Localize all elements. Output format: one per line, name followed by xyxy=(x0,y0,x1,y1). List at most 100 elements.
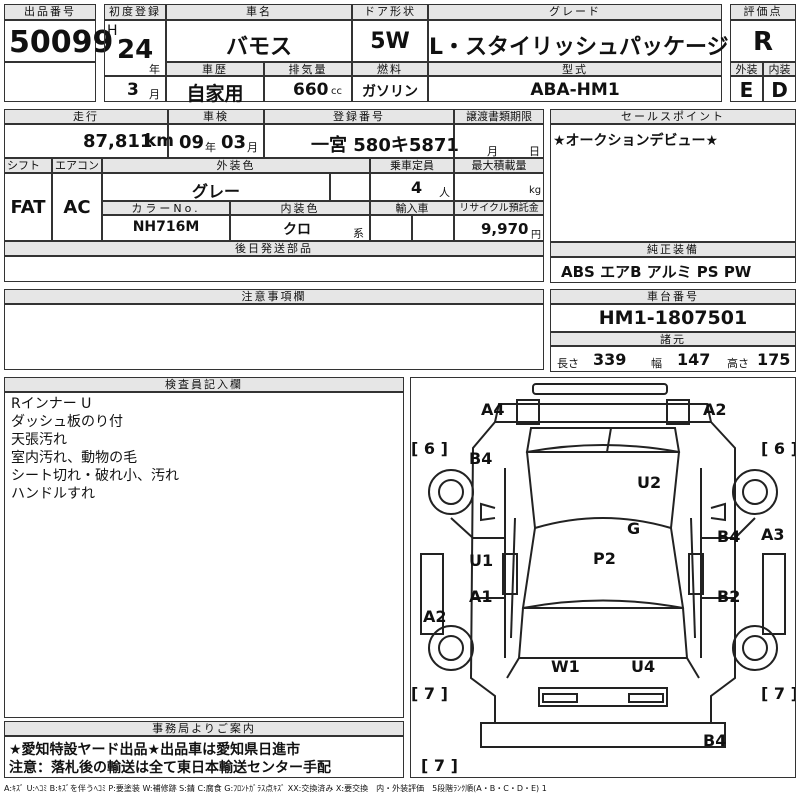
inspector-line-6: ハンドルすれ xyxy=(11,486,95,502)
fuel-label: 燃料 xyxy=(352,62,428,76)
history-label: 車歴 xyxy=(166,62,264,76)
import-cell-a xyxy=(370,215,412,241)
ext-color-blank xyxy=(330,173,370,201)
mileage: 87,811 xyxy=(83,131,153,152)
history: 自家用 xyxy=(186,83,244,105)
mileage-label: 走行 xyxy=(4,109,168,124)
shift: FAT xyxy=(10,197,46,218)
car-name-label: 車名 xyxy=(166,4,352,20)
aircon-cell: AC xyxy=(52,173,102,241)
inspector-label: 検査員記入欄 xyxy=(4,377,404,392)
first-reg-cell: H 24 年 xyxy=(104,20,166,76)
inspection-cell: 09 年 03 月 xyxy=(168,124,264,158)
door-type: 5W xyxy=(370,29,410,54)
color-no-cell: NH716M xyxy=(102,215,230,241)
door-label: ドア形状 xyxy=(352,4,428,20)
specs-label: 諸元 xyxy=(550,332,796,346)
inspector-cell: Rインナー U ダッシュ板のり付 天張汚れ 室内汚れ、動物の毛 シート切れ・破れ… xyxy=(4,392,404,718)
office-line-2: 注意：落札後の輸送は全て東日本輸送センター手配 xyxy=(9,760,331,776)
mark-6-left: [ 6 ] xyxy=(411,439,448,458)
lot-label: 出品番号 xyxy=(4,4,96,20)
inspection-month: 03 xyxy=(221,132,247,153)
color-no-label: カラーNo. xyxy=(102,201,230,215)
sales-point: ★オークションデビュー★ xyxy=(553,133,719,149)
mileage-cell: 87,811 km xyxy=(4,124,174,158)
car-name: バモス xyxy=(225,35,292,60)
transfer-day-unit: 日 xyxy=(529,145,540,158)
equipment-cell: ABS エアB アルミ PS PW xyxy=(550,257,796,283)
model: ABA-HM1 xyxy=(530,80,620,100)
first-reg-month: 3 xyxy=(127,80,139,100)
chassis-cell: HM1-1807501 xyxy=(550,304,796,332)
height-label: 高さ xyxy=(727,357,749,370)
mark-u4: U4 xyxy=(631,657,655,676)
color-no: NH716M xyxy=(132,219,200,235)
transfer-month-unit: 月 xyxy=(487,145,498,158)
recycle: 9,970 xyxy=(481,220,529,238)
width: 147 xyxy=(677,350,711,369)
max-load-label: 最大積載量 xyxy=(454,158,544,173)
int-color-cell: クロ 系 xyxy=(230,215,370,241)
int-color: クロ xyxy=(283,222,311,238)
office-cell: ★愛知特設ヤード出品★出品車は愛知県日進市 注意：落札後の輸送は全て東日本輸送セ… xyxy=(4,736,404,778)
inspection-year: 09 xyxy=(179,132,205,153)
mark-a2-left: A2 xyxy=(423,607,447,626)
shift-label: シフト xyxy=(4,158,52,173)
office-line-1: ★愛知特設ヤード出品★出品車は愛知県日進市 xyxy=(9,742,301,758)
mark-a2-top: A2 xyxy=(703,400,727,419)
car-name-cell: バモス xyxy=(166,20,352,62)
ext-color: グレー xyxy=(191,182,240,201)
grade-cell: L・スタイリッシュパッケージ xyxy=(428,20,729,62)
inspection-label: 車検 xyxy=(168,109,264,124)
int-color-unit: 系 xyxy=(353,227,364,240)
mark-u2: U2 xyxy=(637,473,661,492)
fuel-cell: ガソリン xyxy=(352,76,428,102)
ext-color-label: 外装色 xyxy=(102,158,370,173)
legend: A:ｷｽﾞ U:ﾍｺﾐ B:ｷｽﾞを伴うﾍｺﾐ P:要塗装 W:補修跡 S:錆 … xyxy=(4,784,547,793)
grade: L・スタイリッシュパッケージ xyxy=(429,35,729,60)
year-unit: 年 xyxy=(149,63,160,76)
recycle-unit: 円 xyxy=(531,230,541,241)
mark-b2: B2 xyxy=(717,587,740,606)
door-cell: 5W xyxy=(352,20,428,62)
max-load-unit: kg xyxy=(529,185,542,196)
mark-b4-right: B4 xyxy=(717,527,740,546)
mileage-unit: km xyxy=(145,131,175,151)
displacement-label: 排気量 xyxy=(264,62,352,76)
lot-cell: 50099 xyxy=(4,20,113,62)
inspection-year-unit: 年 xyxy=(205,141,216,154)
inspector-line-3: 天張汚れ xyxy=(11,432,67,448)
sales-point-cell: ★オークションデビュー★ xyxy=(550,124,796,242)
capacity-cell: 4 人 xyxy=(370,173,454,201)
plate-label: 登録番号 xyxy=(264,109,454,124)
int-score-cell: D xyxy=(763,76,796,102)
mark-a3: A3 xyxy=(761,525,785,544)
month-unit: 月 xyxy=(149,88,160,101)
lot-number: 50099 xyxy=(9,25,114,60)
inspection-month-unit: 月 xyxy=(247,141,258,154)
import-cell-b xyxy=(412,215,454,241)
length: 339 xyxy=(593,350,627,369)
width-label: 幅 xyxy=(651,357,662,370)
later-parts-label: 後日発送部品 xyxy=(4,241,544,256)
grade-label: グレード xyxy=(428,4,722,20)
first-reg-month-cell: 3 月 xyxy=(104,76,166,102)
int-score-label: 内装 xyxy=(763,62,796,76)
mark-b4-bottom: B4 xyxy=(703,731,726,750)
score-label: 評価点 xyxy=(730,4,796,20)
ext-color-cell: グレー xyxy=(102,173,330,201)
capacity-unit: 人 xyxy=(439,186,450,199)
inspector-line-1: Rインナー U xyxy=(11,396,92,412)
int-score: D xyxy=(771,78,788,102)
model-cell: ABA-HM1 xyxy=(428,76,722,102)
damage-diagram: A4 A2 [ 6 ] [ 6 ] B4 U2 G B4 A3 U1 P2 A1… xyxy=(410,377,796,778)
history-cell: 自家用 xyxy=(166,76,264,105)
equipment-label: 純正装備 xyxy=(550,242,796,257)
notes-cell xyxy=(4,304,544,370)
fuel: ガソリン xyxy=(362,84,418,100)
office-label: 事務局よりご案内 xyxy=(4,721,404,736)
displacement: 660 xyxy=(293,80,329,100)
mark-7-left: [ 7 ] xyxy=(411,684,448,703)
aircon: AC xyxy=(63,197,91,218)
car-outline-diagram: A4 A2 [ 6 ] [ 6 ] B4 U2 G B4 A3 U1 P2 A1… xyxy=(411,383,795,775)
